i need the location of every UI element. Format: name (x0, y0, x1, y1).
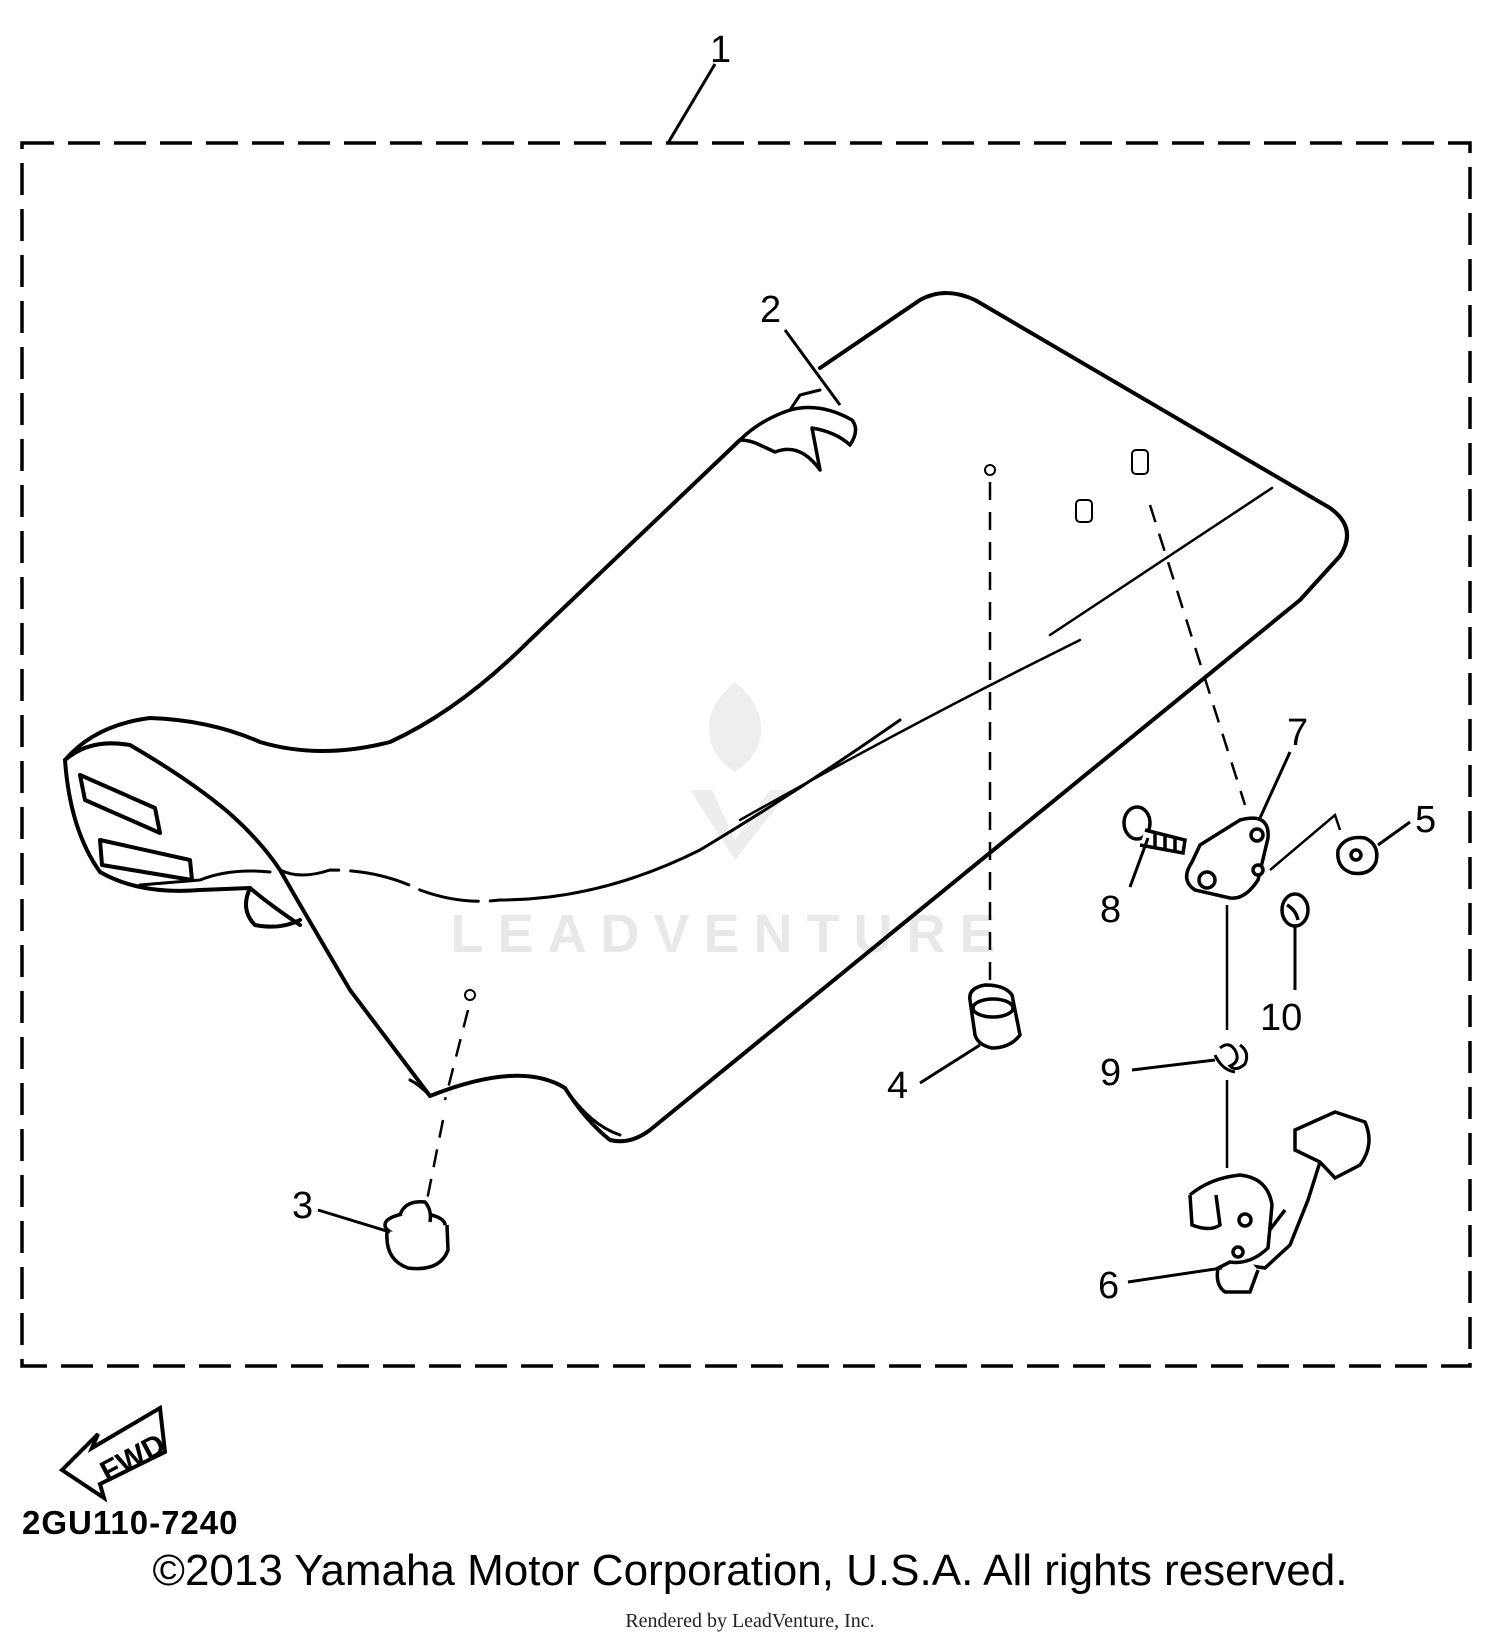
bracket-part-7 (1185, 816, 1270, 900)
callout-6: 6 (1098, 1265, 1119, 1307)
watermark-flame-icon (708, 682, 762, 772)
callout-labels: 1 2 3 4 5 6 7 8 9 10 (292, 29, 1436, 1307)
watermark-text: LEADVENTURE (450, 904, 1009, 964)
seat-body (63, 291, 1350, 1144)
assembly-guide-lines (423, 482, 1247, 1211)
damper-part-4 (968, 983, 1022, 1050)
damper-part-3 (383, 1200, 450, 1271)
nut-part-5 (1336, 835, 1379, 876)
callout-2: 2 (760, 289, 781, 331)
callout-7: 7 (1287, 712, 1308, 754)
callout-10: 10 (1260, 997, 1302, 1039)
callout-leader-lines (317, 63, 1411, 1284)
seat-strap (738, 405, 858, 472)
part-connector-lines (1225, 812, 1342, 1168)
callout-3: 3 (292, 1185, 313, 1227)
bolt-part-8 (1122, 805, 1187, 856)
fwd-arrow-icon: FWD (58, 1404, 171, 1503)
diagram-code: 2GU110-7240 (22, 1504, 239, 1541)
callout-1: 1 (710, 29, 731, 71)
callout-8: 8 (1100, 889, 1121, 931)
leadventure-watermark: LEADVENTURE (450, 682, 1009, 964)
rendered-by-notice: Rendered by LeadVenture, Inc. (625, 1610, 875, 1632)
spring-part-9 (1213, 1043, 1249, 1074)
seat-mounting-holes (464, 449, 1149, 1001)
watermark-v-icon (690, 790, 790, 860)
lock-lever-part-6 (1188, 1110, 1371, 1294)
callout-9: 9 (1100, 1052, 1121, 1094)
washer-part-10 (1280, 892, 1310, 928)
copyright-notice: ©2013 Yamaha Motor Corporation, U.S.A. A… (152, 1546, 1348, 1595)
callout-5: 5 (1415, 799, 1436, 841)
callout-4: 4 (887, 1065, 908, 1107)
